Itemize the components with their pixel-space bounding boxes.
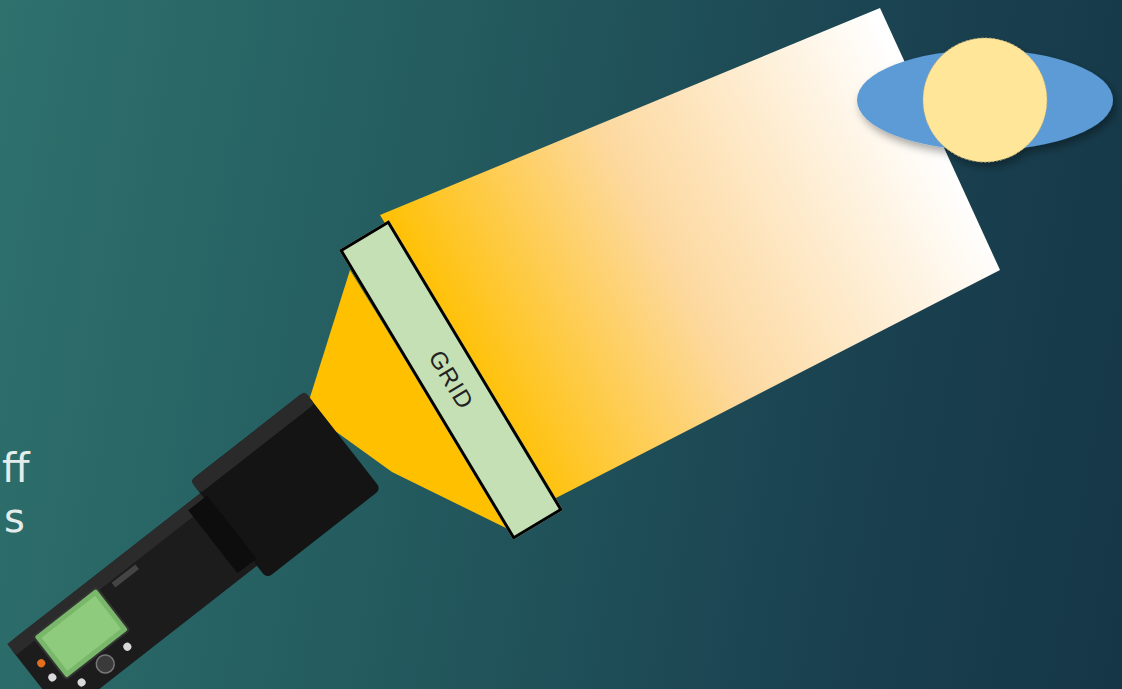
slide-text-fragment: ff bbox=[2, 448, 30, 488]
slide-text-fragment: s bbox=[4, 498, 25, 538]
subject bbox=[857, 38, 1113, 162]
flash-lcd bbox=[33, 587, 129, 679]
flash-head bbox=[190, 391, 381, 578]
flash-head-edge bbox=[190, 391, 314, 493]
flash-neck bbox=[188, 496, 256, 574]
flash-button bbox=[47, 672, 58, 683]
flash-button bbox=[76, 677, 87, 688]
flash-button bbox=[122, 641, 133, 652]
flash-button bbox=[36, 658, 47, 669]
grid-modifier-box: GRID bbox=[339, 220, 563, 540]
flash-switch bbox=[112, 564, 139, 587]
node-label: GRID bbox=[423, 345, 480, 414]
subject-head bbox=[923, 38, 1047, 162]
flash-unit bbox=[0, 391, 381, 689]
flash-dial bbox=[93, 651, 118, 676]
